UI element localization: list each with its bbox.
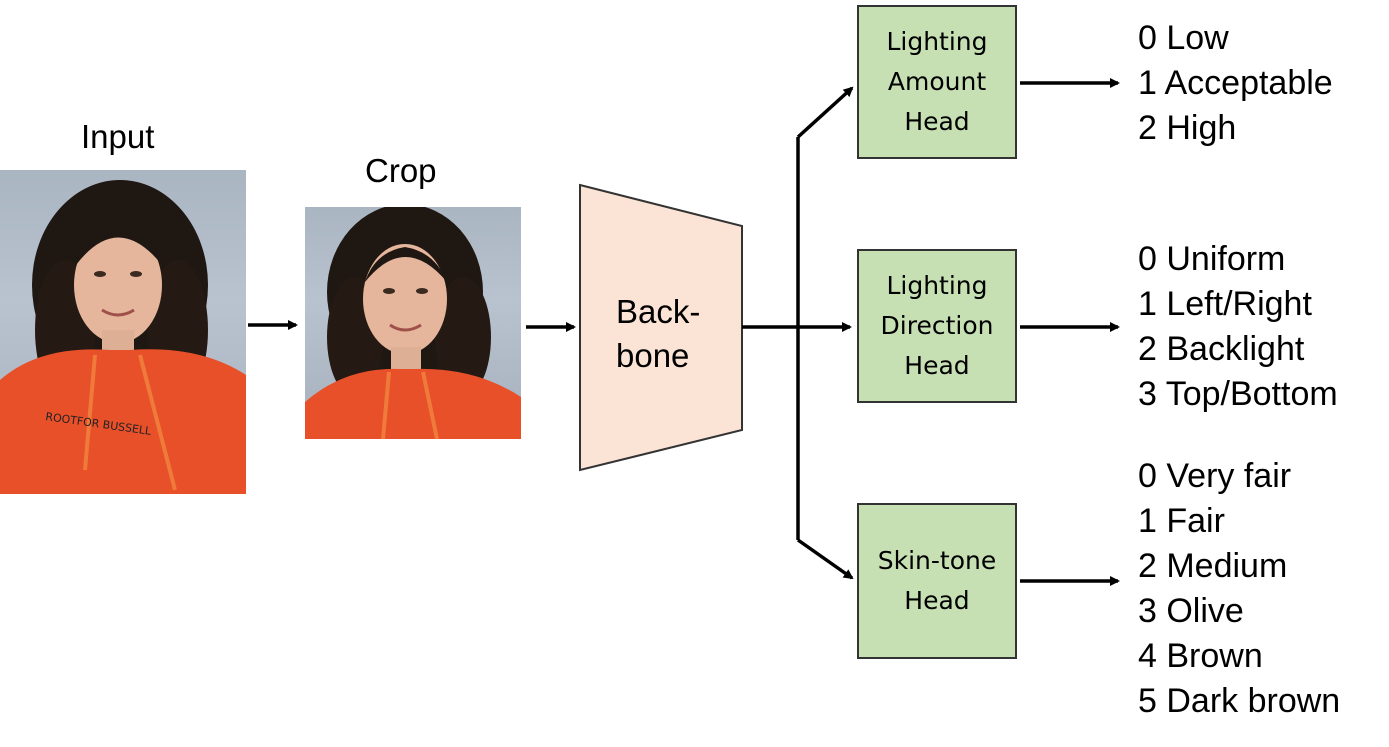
output-class: 1 Left/Right — [1138, 285, 1312, 323]
input-portrait-image: ROOTFOR BUSSELL — [0, 180, 246, 494]
backbone-label: Back- bone — [616, 290, 700, 378]
output-class: 0 Very fair — [1138, 457, 1292, 495]
crop-portrait-image — [305, 207, 521, 439]
backbone-line-2: bone — [616, 337, 690, 374]
crop-photo — [305, 207, 521, 439]
output-class: 1 Fair — [1138, 502, 1225, 540]
lighting-direction-head: Lighting Direction Head — [857, 249, 1017, 403]
head-label-line: Lighting — [886, 27, 988, 56]
head-label-line: Skin-tone — [877, 546, 997, 575]
head-label-line: Lighting — [886, 271, 988, 300]
output-class: 1 Acceptable — [1138, 64, 1333, 102]
head-label-line: Head — [904, 107, 970, 136]
output-class: 3 Olive — [1138, 592, 1244, 630]
backbone-line-1: Back- — [616, 293, 701, 330]
output-class: 2 Medium — [1138, 547, 1288, 585]
output-class: 0 Uniform — [1138, 240, 1286, 278]
arrow-to-amount-head — [796, 86, 854, 139]
skin-tone-head: Skin-tone Head — [857, 503, 1017, 659]
output-class: 3 Top/Bottom — [1138, 375, 1338, 413]
lighting-direction-outputs: 0 Uniform 1 Left/Right 2 Backlight 3 Top… — [1138, 237, 1338, 417]
lighting-amount-head: Lighting Amount Head — [857, 5, 1017, 159]
output-class: 4 Brown — [1138, 637, 1263, 675]
lighting-amount-outputs: 0 Low 1 Acceptable 2 High — [1138, 16, 1333, 151]
crop-label: Crop — [365, 152, 437, 189]
head-label-line: Head — [904, 351, 970, 380]
input-photo: ROOTFOR BUSSELL — [0, 170, 246, 494]
head-label-line: Head — [904, 586, 970, 615]
output-class: 0 Low — [1138, 19, 1229, 57]
arrow-to-skintone-head — [796, 538, 854, 580]
output-class: 2 High — [1138, 109, 1237, 147]
output-class: 2 Backlight — [1138, 330, 1305, 368]
output-class: 5 Dark brown — [1138, 682, 1341, 720]
head-label-line: Direction — [880, 311, 994, 340]
input-label: Input — [81, 118, 155, 155]
backbone-block — [579, 183, 743, 472]
head-label-line: Amount — [887, 67, 987, 96]
skin-tone-outputs: 0 Very fair 1 Fair 2 Medium 3 Olive 4 Br… — [1138, 454, 1340, 724]
